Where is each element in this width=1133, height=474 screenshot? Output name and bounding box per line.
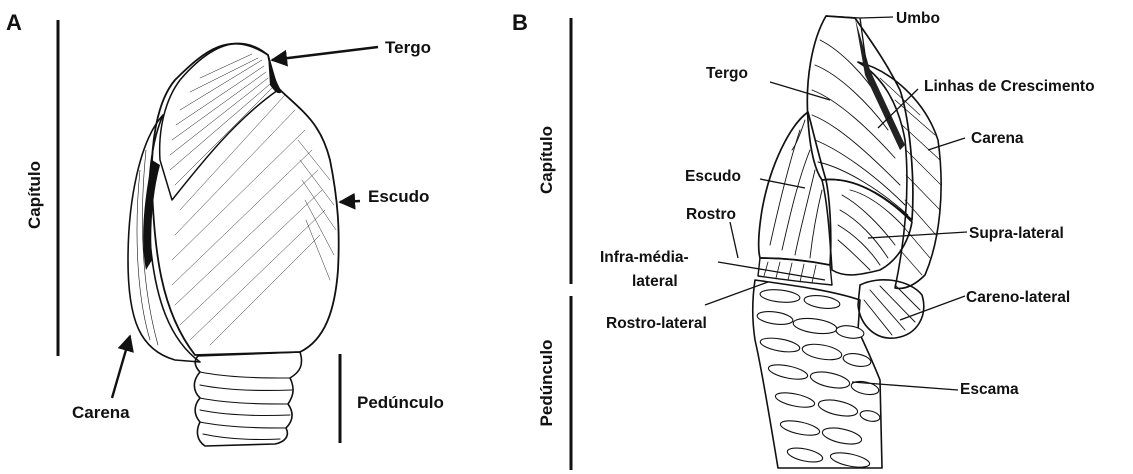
capitulo-label-b: Capítulo: [537, 126, 556, 194]
carena-arrow-a: [112, 336, 130, 398]
barnacle-drawing-b: [753, 16, 941, 470]
careno-lateral-plate-b: [858, 280, 924, 338]
infra-media-lateral-label-line1: Infra-média-: [600, 249, 689, 266]
peduncle-a: [194, 352, 301, 446]
supra-lateral-label-b: Supra-lateral: [969, 225, 1064, 242]
barnacle-drawing-a: [128, 43, 339, 446]
rostro-lateral-label-b: Rostro-lateral: [606, 315, 707, 332]
capitulum-outline-a: [152, 44, 339, 355]
linhas-label-b: Linhas de Crescimento: [924, 78, 1095, 95]
infra-media-lateral-plate-b: [758, 258, 832, 285]
panel-a-letter: A: [6, 10, 22, 35]
capitulo-label-a: Capítulo: [25, 161, 44, 229]
tergo-label-a: Tergo: [385, 38, 431, 57]
escudo-lines-a: [172, 95, 336, 345]
carena-label-b: Carena: [971, 130, 1024, 147]
tergo-arrow-a: [272, 47, 378, 60]
scales-b: [756, 288, 880, 470]
pedunculo-label-a: Pedúnculo: [357, 393, 444, 412]
panel-a: A Capítulo Pedúnculo: [6, 10, 444, 446]
umbo-label-b: Umbo: [896, 10, 940, 27]
escudo-label-b: Escudo: [685, 168, 741, 185]
supra-lateral-plate-b: [822, 179, 912, 274]
panel-b-letter: B: [512, 10, 528, 35]
escudo-lines-b: [770, 120, 822, 258]
panel-b: B Capítulo Pedúnculo: [512, 10, 1095, 470]
peduncle-rings-a: [200, 372, 292, 439]
tergo-plate-a: [160, 43, 278, 200]
escudo-plate-b: [759, 112, 831, 265]
escudo-arrow-a: [340, 201, 360, 202]
carena-label-a: Carena: [72, 403, 130, 422]
careno-lateral-label-b: Careno-lateral: [966, 289, 1070, 306]
carena-plate-a: [128, 115, 200, 362]
tergo-label-b: Tergo: [706, 65, 748, 82]
infra-media-lateral-label-line2: lateral: [632, 273, 678, 290]
pedunculo-label-b: Pedúnculo: [537, 340, 556, 427]
rostro-label-b: Rostro: [686, 206, 736, 223]
escama-label-b: Escama: [960, 381, 1019, 398]
escudo-label-a: Escudo: [368, 187, 429, 206]
